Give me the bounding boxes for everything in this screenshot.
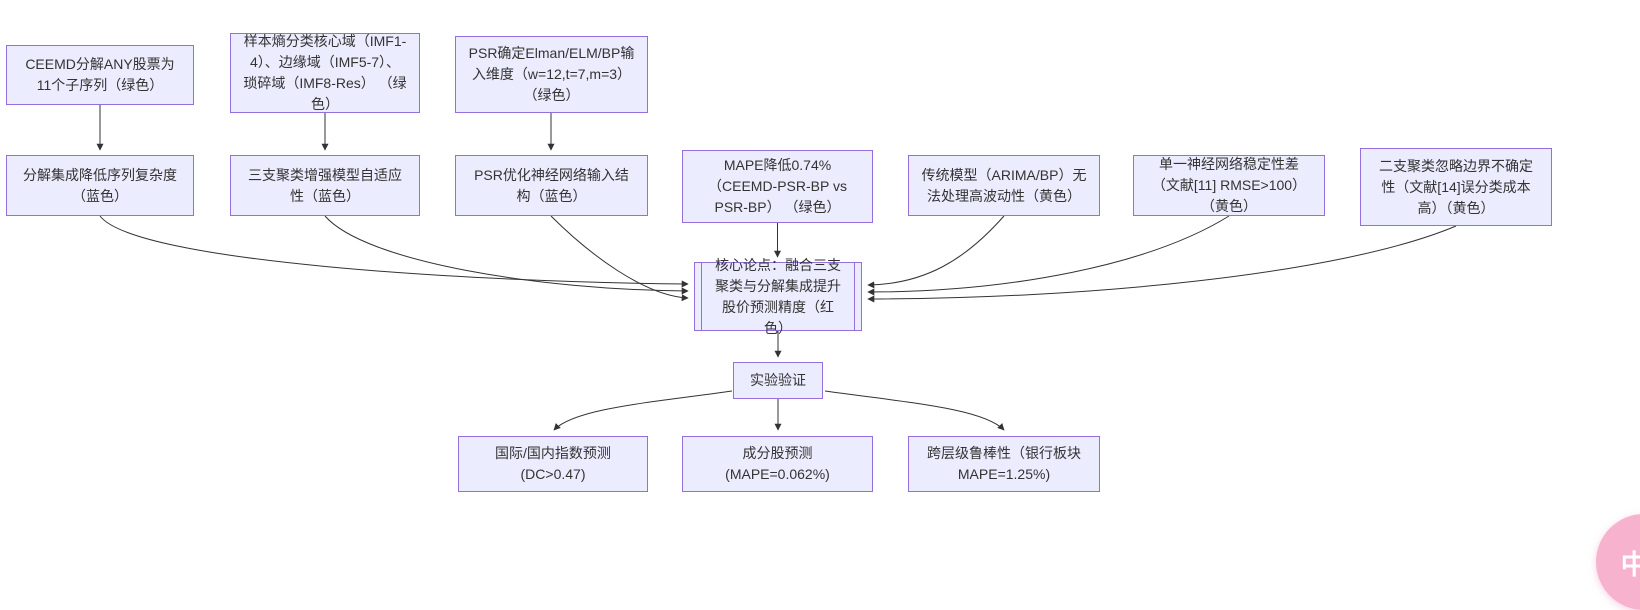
node-decomp: 分解集成降低序列复杂度（蓝色） — [6, 155, 194, 216]
node-mape-reduce-label: MAPE降低0.74%（CEEMD-PSR-BP vs PSR-BP） （绿色） — [708, 157, 847, 215]
node-two-way-label: 二支聚类忽略边界不确定性（文献[14]误分类成本高）（黄色） — [1379, 157, 1533, 216]
node-index-pred-label: 国际/国内指数预测 (DC>0.47) — [495, 445, 611, 482]
node-robustness: 跨层级鲁棒性（银行板块 MAPE=1.25%) — [908, 436, 1100, 492]
edge-threeway-core — [324, 215, 689, 295]
node-ceemd-label: CEEMD分解ANY股票为11个子序列（绿色） — [25, 56, 175, 93]
edge-psropt-core — [550, 215, 689, 302]
node-mape-reduce: MAPE降低0.74%（CEEMD-PSR-BP vs PSR-BP） （绿色） — [682, 150, 873, 223]
edge-traditional-core — [867, 215, 1005, 289]
node-sample-entropy-label: 样本熵分类核心域（IMF1-4）、边缘域（IMF5-7）、琐碎域（IMF8-Re… — [243, 33, 407, 112]
edge-decomp-core — [99, 215, 689, 288]
node-psr-opt-label: PSR优化神经网络输入结构（蓝色） — [474, 166, 629, 204]
node-single-nn: 单一神经网络稳定性差（文献[11] RMSE>100） （黄色） — [1133, 155, 1325, 216]
node-index-pred: 国际/国内指数预测 (DC>0.47) — [458, 436, 648, 492]
translate-button-label: 中A — [1620, 549, 1640, 580]
node-stock-pred-label: 成分股预测 (MAPE=0.062%) — [725, 445, 830, 482]
node-experiment: 实验验证 — [733, 362, 823, 399]
node-core-thesis-label: 核心论点：融合三支聚类与分解集成提升股价预测精度（红色） — [715, 256, 841, 336]
node-experiment-label: 实验验证 — [750, 372, 806, 388]
translate-button[interactable]: 中A — [1596, 514, 1640, 610]
node-psr-opt: PSR优化神经网络输入结构（蓝色） — [455, 155, 648, 216]
node-three-way: 三支聚类增强模型自适应性（蓝色） — [230, 155, 420, 216]
node-sample-entropy: 样本熵分类核心域（IMF1-4）、边缘域（IMF5-7）、琐碎域（IMF8-Re… — [230, 33, 420, 113]
edge-experiment-robust — [824, 390, 1005, 431]
node-traditional: 传统模型（ARIMA/BP）无法处理高波动性（黄色） — [908, 155, 1100, 216]
node-single-nn-label: 单一神经网络稳定性差（文献[11] RMSE>100） （黄色） — [1151, 156, 1307, 214]
node-psr-input-label: PSR确定Elman/ELM/BP输入维度（w=12,t=7,m=3） （绿色） — [468, 45, 635, 103]
node-decomp-label: 分解集成降低序列复杂度（蓝色） — [23, 166, 177, 204]
edge-twoway-core — [867, 225, 1457, 303]
flowchart-canvas: CEEMD分解ANY股票为11个子序列（绿色） 样本熵分类核心域（IMF1-4）… — [6, 33, 1640, 610]
node-core-thesis: 核心论点：融合三支聚类与分解集成提升股价预测精度（红色） — [694, 257, 862, 336]
node-two-way: 二支聚类忽略边界不确定性（文献[14]误分类成本高）（黄色） — [1360, 148, 1552, 226]
node-three-way-label: 三支聚类增强模型自适应性（蓝色） — [248, 166, 402, 204]
node-stock-pred: 成分股预测 (MAPE=0.062%) — [682, 436, 873, 492]
node-psr-input: PSR确定Elman/ELM/BP输入维度（w=12,t=7,m=3） （绿色） — [455, 36, 648, 113]
edge-singlenn-core — [867, 215, 1230, 296]
node-robustness-label: 跨层级鲁棒性（银行板块 MAPE=1.25%) — [927, 445, 1081, 482]
node-ceemd: CEEMD分解ANY股票为11个子序列（绿色） — [6, 45, 194, 105]
node-traditional-label: 传统模型（ARIMA/BP）无法处理高波动性（黄色） — [921, 166, 1087, 204]
edge-experiment-index — [553, 390, 733, 431]
